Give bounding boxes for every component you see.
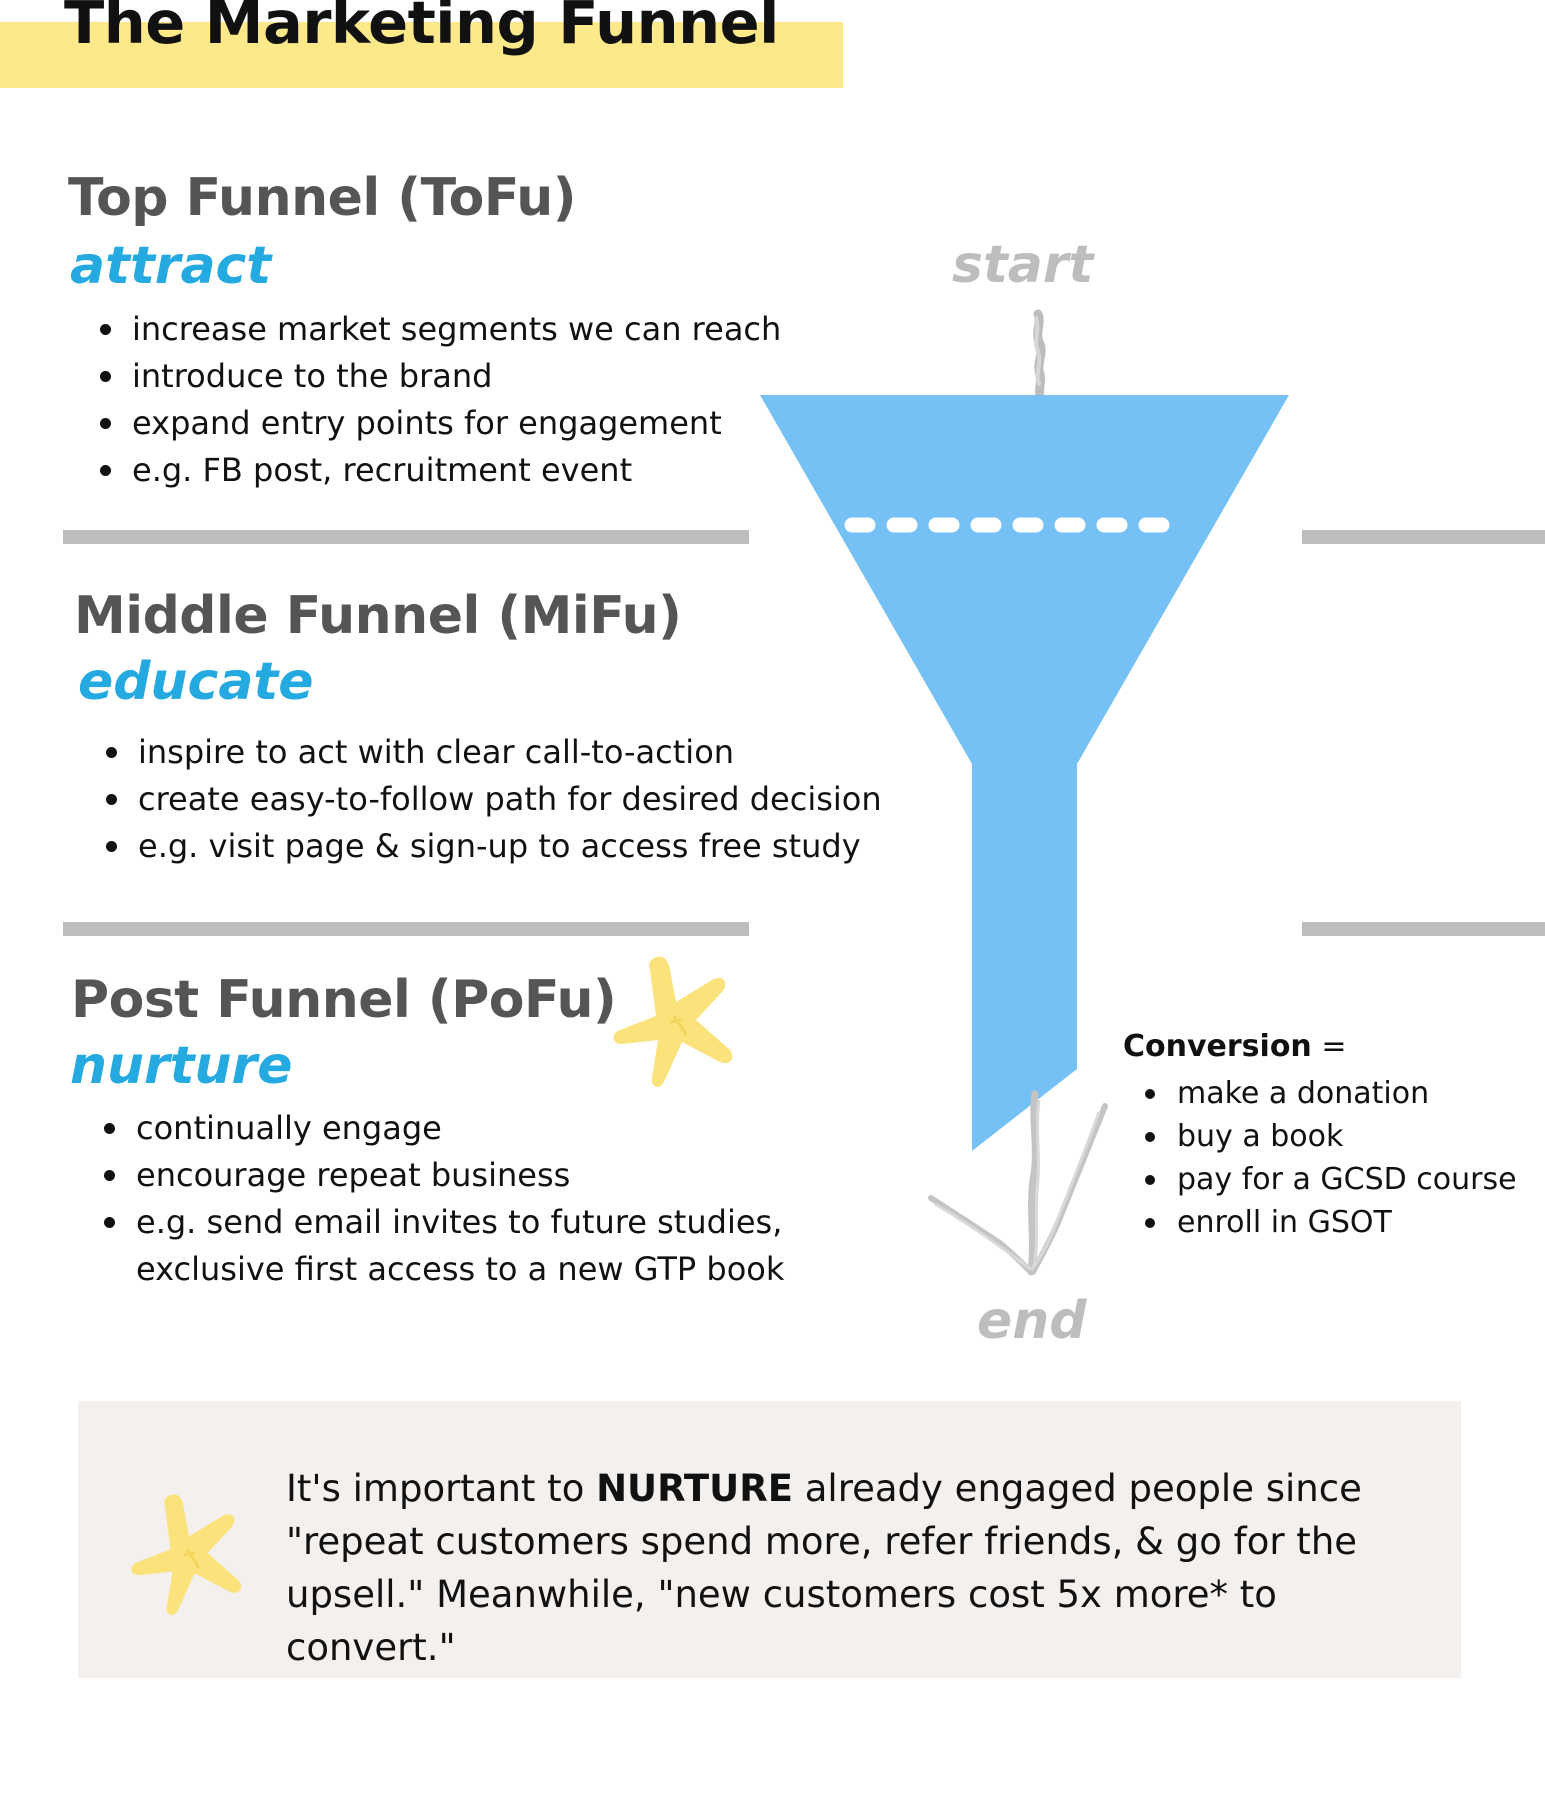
note-text: It's important to NURTURE already engage… <box>286 1462 1436 1674</box>
star-icon <box>131 1494 242 1615</box>
list-item: buy a book <box>1125 1115 1517 1158</box>
list-item: make a donation <box>1125 1072 1517 1115</box>
list-item: enroll in GSOT <box>1125 1201 1517 1244</box>
note-emphasis: NURTURE <box>596 1467 793 1510</box>
flow-start-label: start <box>952 235 1094 295</box>
list-item: introduce to the brand <box>94 353 781 400</box>
pofu-verb: nurture <box>70 1036 293 1096</box>
arrow-down-icon <box>928 1090 1108 1276</box>
tofu-bullet-list: increase market segments we can reach in… <box>94 306 781 494</box>
note-prefix: It's important to <box>286 1467 597 1510</box>
list-item: e.g. FB post, recruitment event <box>94 447 781 494</box>
funnel-diagram <box>760 395 1289 1151</box>
note-box <box>78 1401 1461 1678</box>
list-item: exclusive first access to a new GTP book <box>136 1250 785 1288</box>
funnel-shape <box>760 395 1289 1151</box>
conversion-label-suffix: = <box>1311 1029 1347 1064</box>
title-highlight <box>0 22 843 88</box>
list-item: e.g. send email invites to future studie… <box>98 1199 784 1246</box>
list-item: continually engage <box>98 1105 784 1152</box>
divider-right-2 <box>1302 922 1545 936</box>
list-item: inspire to act with clear call-to-action <box>100 729 882 776</box>
list-item: expand entry points for engagement <box>94 400 781 447</box>
list-item: increase market segments we can reach <box>94 306 781 353</box>
mifu-verb: educate <box>78 652 314 712</box>
divider-right-1 <box>1302 530 1545 544</box>
star-icon <box>613 956 733 1087</box>
divider-left-2 <box>63 922 749 936</box>
page-title: The Marketing Funnel <box>64 0 779 57</box>
tofu-verb: attract <box>70 236 272 296</box>
arrow-down-icon <box>1033 309 1046 403</box>
list-item: pay for a GCSD course <box>1125 1158 1517 1201</box>
mifu-bullet-list: inspire to act with clear call-to-action… <box>100 729 882 870</box>
conversion-label-bold: Conversion <box>1123 1029 1312 1064</box>
mifu-heading: Middle Funnel (MiFu) <box>74 586 682 646</box>
pofu-heading: Post Funnel (PoFu) <box>71 970 617 1030</box>
list-item: create easy-to-follow path for desired d… <box>100 776 882 823</box>
pofu-bullet-list: continually engage encourage repeat busi… <box>98 1105 784 1293</box>
note-rest: already engaged people since "repeat cus… <box>286 1467 1362 1669</box>
list-item: e.g. visit page & sign-up to access free… <box>100 823 882 870</box>
list-item: encourage repeat business <box>98 1152 784 1199</box>
flow-end-label: end <box>977 1291 1087 1351</box>
tofu-heading: Top Funnel (ToFu) <box>68 168 577 228</box>
divider-left-1 <box>63 530 749 544</box>
conversion-label: Conversion = <box>1123 1029 1346 1064</box>
conversion-list: make a donation buy a book pay for a GCS… <box>1125 1072 1517 1244</box>
